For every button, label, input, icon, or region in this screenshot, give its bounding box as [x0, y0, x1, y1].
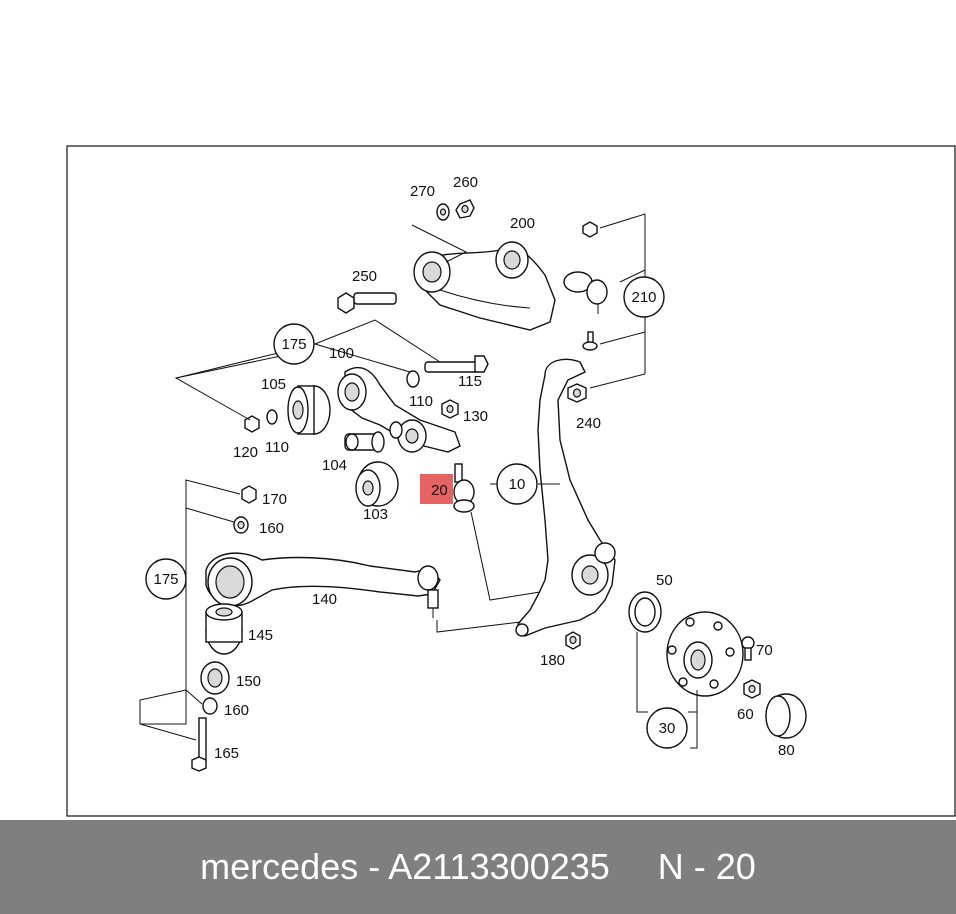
label-260: 260 — [453, 174, 478, 191]
label-70: 70 — [756, 642, 773, 659]
callout-30-text: 30 — [659, 720, 676, 737]
label-240: 240 — [576, 415, 601, 432]
nut-170 — [241, 485, 257, 504]
nut-120 — [244, 415, 260, 433]
washer-110-right — [406, 370, 420, 388]
label-170: 170 — [262, 491, 287, 508]
label-110-right: 110 — [409, 393, 433, 410]
nut-60 — [743, 679, 761, 699]
label-105: 105 — [261, 376, 286, 393]
callout-10: 10 — [496, 463, 538, 505]
lower-control-arm-140 — [205, 552, 441, 618]
label-80: 80 — [778, 742, 795, 759]
bushing-105 — [287, 385, 331, 435]
position-code: N - 20 — [657, 846, 756, 887]
ball-joint-20 — [453, 463, 475, 513]
seal-50 — [628, 591, 662, 633]
brand-part-number: mercedes - A2113300235 — [200, 846, 610, 887]
callout-175-upper-text: 175 — [281, 336, 306, 353]
bolt-165 — [191, 717, 207, 772]
label-130: 130 — [463, 408, 488, 425]
washer-160-lower — [202, 697, 218, 715]
nut-130 — [441, 399, 459, 419]
bolt-210-small — [582, 331, 598, 351]
diagram-frame — [66, 145, 956, 817]
caption-bar: mercedes - A2113300235 N - 20 — [0, 820, 956, 914]
callout-175-lower-text: 175 — [153, 571, 178, 588]
label-120: 120 — [233, 444, 258, 461]
label-20: 20 — [431, 482, 448, 499]
leader-lines — [139, 213, 698, 749]
callout-10-text: 10 — [509, 476, 526, 493]
bolt-250 — [337, 292, 397, 314]
nut-210-top — [582, 221, 598, 238]
ball-joint-upper — [563, 271, 608, 314]
cap-80 — [765, 693, 807, 739]
label-160-upper: 160 — [259, 520, 284, 537]
nut-260 — [455, 199, 475, 219]
washer-160-upper — [233, 516, 249, 534]
nut-180 — [565, 631, 581, 650]
steering-knuckle — [515, 358, 616, 637]
callout-175-lower: 175 — [145, 558, 187, 600]
bushing-150 — [200, 661, 230, 695]
label-250: 250 — [352, 268, 377, 285]
wheel-hub — [666, 611, 744, 697]
callout-210-text: 210 — [631, 289, 656, 306]
label-150: 150 — [236, 673, 261, 690]
callout-30: 30 — [646, 707, 688, 749]
bolt-70 — [741, 636, 755, 661]
label-100: 100 — [329, 345, 354, 362]
highlight-box-20 — [420, 474, 453, 504]
bushing-103 — [355, 461, 399, 507]
bushing-inner-100 — [389, 419, 427, 453]
label-145: 145 — [248, 627, 273, 644]
callout-210: 210 — [623, 276, 665, 318]
label-103: 103 — [363, 506, 388, 523]
label-115: 115 — [458, 373, 482, 390]
callout-175-upper: 175 — [273, 323, 315, 365]
part-labels: 270 260 200 250 100 105 110 110 115 120 … — [214, 174, 795, 762]
label-140: 140 — [312, 591, 337, 608]
washer-110-left — [266, 409, 278, 425]
bushing-104 — [344, 431, 385, 453]
label-200: 200 — [510, 215, 535, 232]
suspension-parts-diagram: 175 175 210 10 30 20 270 260 200 250 100… — [66, 145, 956, 817]
label-104: 104 — [322, 457, 347, 474]
bracket-100 — [337, 367, 461, 453]
label-180: 180 — [540, 652, 565, 669]
nut-240 — [567, 383, 587, 403]
label-160-lower: 160 — [224, 702, 249, 719]
label-110-left: 110 — [265, 439, 289, 456]
bushing-145 — [205, 603, 243, 655]
upper-control-arm — [413, 241, 556, 331]
washer-270 — [436, 203, 450, 221]
label-165: 165 — [214, 745, 239, 762]
bolt-115 — [424, 355, 489, 373]
label-60: 60 — [737, 706, 754, 723]
label-50: 50 — [656, 572, 673, 589]
label-270: 270 — [410, 183, 435, 200]
